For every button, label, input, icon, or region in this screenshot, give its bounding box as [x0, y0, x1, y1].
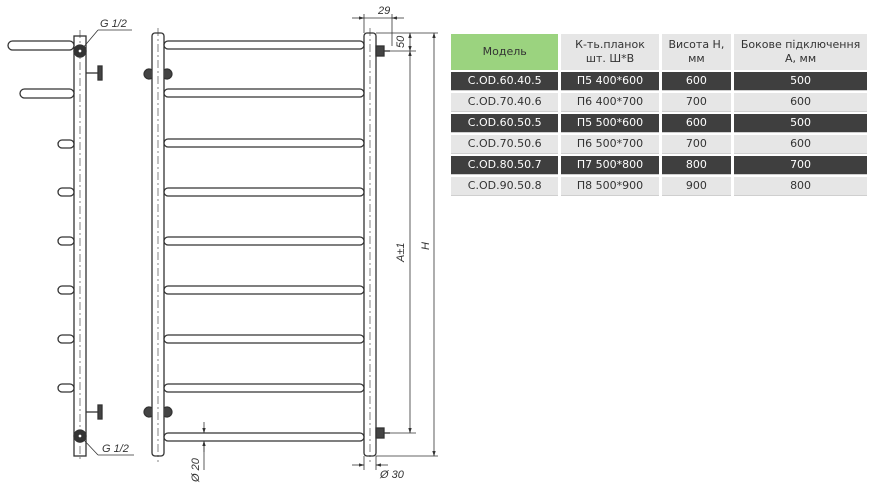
- cell-height: 600: [661, 114, 732, 133]
- dim-29-label: 29: [377, 5, 390, 17]
- cell-height: 800: [661, 156, 732, 175]
- specification-table: Модель К-ть.планок шт. Ш*В Висота Н, мм …: [448, 32, 870, 198]
- cell-side-connection: 700: [734, 156, 867, 175]
- dim-h-label: H: [420, 242, 432, 250]
- cell-model: C.OD.60.50.5: [451, 114, 559, 133]
- table-header-row: Модель К-ть.планок шт. Ш*В Висота Н, мм …: [451, 34, 867, 70]
- cell-height: 600: [661, 72, 732, 91]
- table-row: C.OD.70.50.6 П6 500*700 700 600: [451, 135, 867, 154]
- header-model: Модель: [451, 34, 559, 70]
- side-rung: [7, 40, 75, 51]
- towel-rail-drawing: G 1/2 G 1/2: [7, 5, 438, 483]
- inlet-top-label: G 1/2: [100, 18, 127, 30]
- cell-height: 700: [661, 93, 732, 112]
- cell-model: C.OD.60.40.5: [451, 72, 559, 91]
- cell-bars: П6 400*700: [561, 93, 659, 112]
- header-side-connection: Бокове підключення А, мм: [734, 34, 867, 70]
- table-row: C.OD.80.50.7 П7 500*800 800 700: [451, 156, 867, 175]
- header-bars: К-ть.планок шт. Ш*В: [561, 34, 659, 70]
- dim-rung-label: Ø 20: [190, 457, 202, 483]
- cell-model: C.OD.70.40.6: [451, 93, 559, 112]
- cell-model: C.OD.70.50.6: [451, 135, 559, 154]
- dimension-lines: [202, 14, 438, 470]
- cell-side-connection: 500: [734, 72, 867, 91]
- front-view: [143, 28, 390, 462]
- dim-50-label: 50: [395, 35, 407, 48]
- table-row: C.OD.60.50.5 П5 500*600 600 500: [451, 114, 867, 133]
- side-view: [7, 29, 134, 462]
- cell-side-connection: 800: [734, 177, 867, 196]
- table-row: C.OD.90.50.8 П8 500*900 900 800: [451, 177, 867, 196]
- table-row: C.OD.70.40.6 П6 400*700 700 600: [451, 93, 867, 112]
- cell-side-connection: 600: [734, 135, 867, 154]
- table-row: C.OD.60.40.5 П5 400*600 600 500: [451, 72, 867, 91]
- cell-side-connection: 500: [734, 114, 867, 133]
- header-height: Висота Н, мм: [661, 34, 732, 70]
- cell-bars: П6 500*700: [561, 135, 659, 154]
- front-rungs: [163, 40, 365, 442]
- cell-height: 900: [661, 177, 732, 196]
- cell-side-connection: 600: [734, 93, 867, 112]
- cell-bars: П8 500*900: [561, 177, 659, 196]
- dim-a-label: A±1: [395, 243, 407, 264]
- cell-model: C.OD.90.50.8: [451, 177, 559, 196]
- dim-pipe-label: Ø 30: [379, 469, 405, 481]
- cell-bars: П7 500*800: [561, 156, 659, 175]
- side-rung: [19, 88, 75, 99]
- inlet-bottom-label: G 1/2: [102, 443, 129, 455]
- cell-model: C.OD.80.50.7: [451, 156, 559, 175]
- cell-bars: П5 400*600: [561, 72, 659, 91]
- cell-height: 700: [661, 135, 732, 154]
- cell-bars: П5 500*600: [561, 114, 659, 133]
